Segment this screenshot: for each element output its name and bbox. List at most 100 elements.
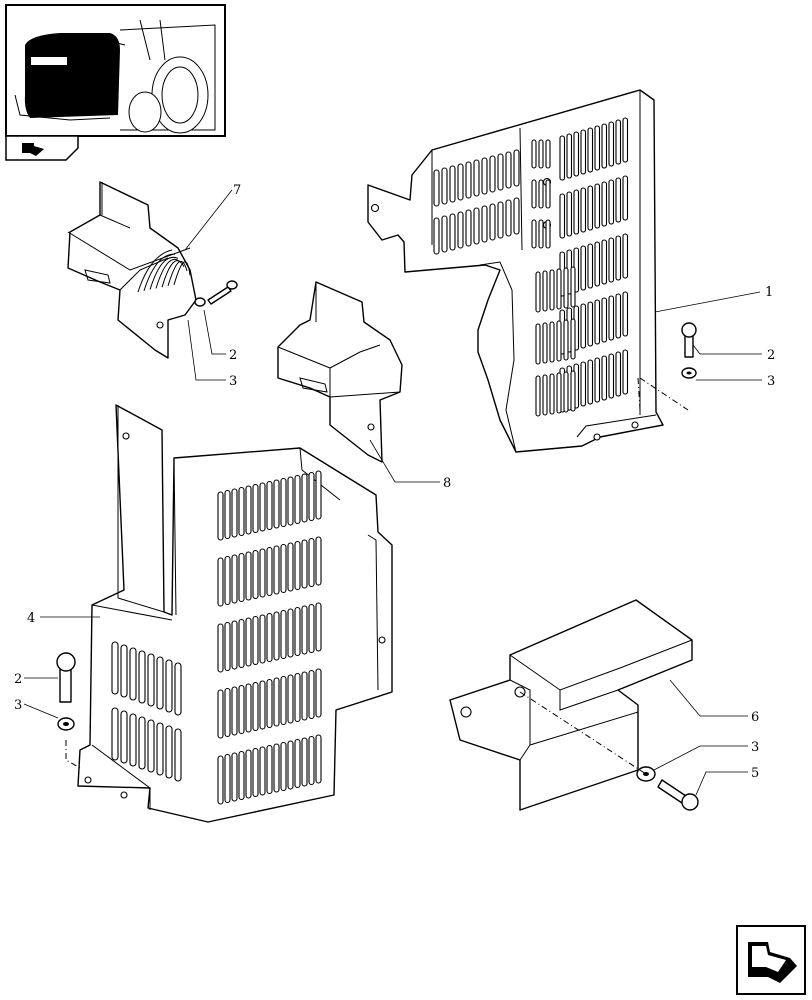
rib-line	[137, 249, 173, 293]
tractor-thumbnail	[5, 4, 226, 161]
louvre-slot	[245, 683, 252, 733]
callout-2: 2	[14, 672, 22, 687]
louvre-slot	[473, 207, 480, 245]
louvre-slot	[563, 267, 569, 309]
louvre-slot	[601, 355, 608, 401]
louvre-slot	[252, 615, 259, 666]
louvre-slot	[224, 687, 231, 738]
louvre-slot	[287, 542, 294, 592]
washer-icon	[194, 297, 206, 307]
louvre-slot	[433, 169, 440, 207]
callout-3: 3	[229, 374, 237, 389]
louvre-slot	[165, 725, 173, 779]
louvre-slot	[622, 233, 629, 279]
louvre-slot	[615, 293, 622, 339]
louvre-slot	[294, 672, 301, 723]
callout-3: 3	[14, 698, 22, 713]
louvre-slot	[457, 163, 464, 201]
callout-3: 3	[767, 374, 775, 389]
louvre-slot	[231, 488, 238, 538]
louvre-slot	[538, 179, 544, 209]
callout-3: 3	[751, 740, 759, 755]
louvre-slot	[224, 753, 231, 804]
louvre-slot	[259, 548, 266, 598]
louvre-slot	[280, 609, 287, 660]
part-8-hood-bracket	[277, 281, 403, 463]
louvre-slot	[294, 540, 301, 591]
callout-5: 5	[751, 766, 759, 781]
part-4-louvred-panel	[77, 404, 393, 823]
louvre-slot	[542, 374, 548, 416]
louvre-slot	[531, 219, 537, 249]
louvre-slot	[138, 650, 146, 704]
louvre-slot	[252, 681, 259, 732]
louvre-slot	[259, 746, 266, 796]
bolt-icon	[207, 280, 238, 305]
louvre-slot	[266, 480, 273, 531]
louvre-slot	[573, 131, 580, 177]
louvre-slot	[601, 297, 608, 343]
louvre-slot	[315, 734, 322, 784]
louvre-slot	[280, 477, 287, 528]
next-page-arrow-icon[interactable]	[736, 925, 806, 995]
louvre-slot	[489, 203, 496, 241]
louvre-slot	[238, 486, 245, 537]
louvre-slot	[535, 323, 541, 365]
louvre-slot	[273, 677, 280, 727]
louvre-slot	[566, 191, 573, 237]
louvre-slot	[217, 755, 224, 805]
louvre-slot	[615, 119, 622, 165]
louvre-slot	[615, 351, 622, 397]
louvre-slot	[315, 668, 322, 718]
louvre-slot	[608, 121, 615, 167]
louvre-slot	[245, 617, 252, 667]
louvre-slot	[549, 269, 555, 311]
louvre-slot	[549, 373, 555, 415]
louvre-slot	[120, 710, 128, 764]
louvre-slot	[481, 157, 488, 195]
louvre-slot	[538, 139, 544, 169]
louvre-slot	[231, 686, 238, 736]
louvre-slot	[622, 349, 629, 395]
louvre-slot	[433, 217, 440, 255]
bolt-icon	[56, 652, 76, 703]
bolt-icon	[657, 779, 699, 811]
louvre-slot	[245, 749, 252, 799]
louvre-slot	[570, 370, 576, 412]
louvre-slot	[308, 669, 315, 720]
louvre-slot	[559, 193, 566, 239]
louvre-slot	[497, 153, 504, 191]
louvre-slot	[266, 744, 273, 795]
louvre-slot	[147, 653, 155, 707]
louvre-slot	[266, 546, 273, 597]
louvre-slot	[542, 270, 548, 312]
louvre-slot	[315, 602, 322, 652]
louvre-slot	[245, 551, 252, 601]
louvre-slot	[287, 674, 294, 724]
louvre-slot	[156, 656, 164, 710]
louvre-slot	[266, 678, 273, 729]
part-6-support-bracket	[449, 599, 693, 811]
louvre-slot	[294, 606, 301, 657]
louvre-slot	[308, 537, 315, 588]
louvre-slot	[287, 608, 294, 658]
louvre-slot	[259, 482, 266, 532]
louvre-slot	[273, 743, 280, 793]
louvre-slot	[238, 684, 245, 735]
louvre-slot	[174, 728, 182, 782]
louvre-slot	[238, 750, 245, 801]
louvre-slot	[481, 205, 488, 243]
callout-2: 2	[229, 348, 237, 363]
louvre-slot	[138, 716, 146, 770]
louvre-slot	[147, 719, 155, 773]
louvre-slot	[301, 473, 308, 523]
louvre-slot	[301, 539, 308, 589]
louvre-slot	[231, 620, 238, 670]
louvre-slot	[245, 485, 252, 535]
louvre-slot	[497, 201, 504, 239]
louvre-slot	[273, 545, 280, 595]
louvre-slot	[308, 603, 315, 654]
louvre-slot	[441, 167, 448, 205]
page-arrow-icon	[5, 135, 79, 161]
